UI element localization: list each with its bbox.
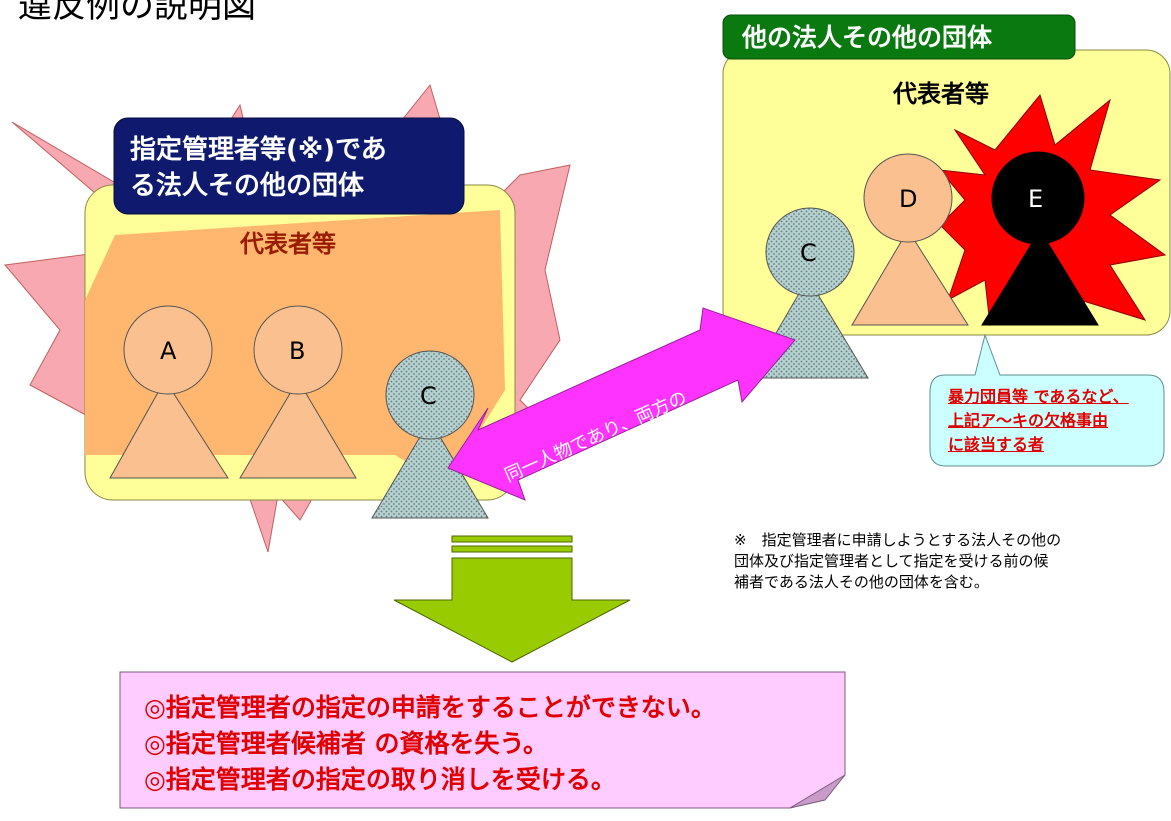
person-a-head bbox=[123, 305, 213, 395]
person-c-left-label: C bbox=[420, 382, 437, 410]
left-representatives-label: 代表者等 bbox=[239, 230, 336, 258]
footnote-line1: ※ 指定管理者に申請しようとする法人その他の bbox=[734, 531, 1062, 549]
result-item-candidate: ◎指定管理者候補者 の資格を失う。 bbox=[144, 729, 549, 758]
result-note-fold bbox=[789, 774, 846, 809]
person-c-right-label: C bbox=[800, 239, 817, 267]
result-list: ◎指定管理者の指定の申請をすることができない。 ◎指定管理者候補者 の資格を失う… bbox=[144, 690, 844, 798]
down-arrow bbox=[393, 557, 631, 663]
footnote-line2: 団体及び指定管理者として指定を受ける前の候 bbox=[734, 552, 1049, 570]
disqualified-callout-line3: に該当する者 bbox=[948, 435, 1045, 454]
down-arrow-stripe-1 bbox=[451, 535, 573, 543]
person-d-label: D bbox=[899, 185, 917, 213]
result-item-apply: ◎指定管理者の指定の申請をすることができない。 bbox=[144, 693, 716, 722]
left-group-title: 指定管理者等(※)であ る法人その他の団体 bbox=[114, 118, 464, 214]
person-d-body bbox=[851, 229, 969, 326]
result-item-revoke: ◎指定管理者の指定の取り消しを受ける。 bbox=[144, 765, 616, 794]
footnote: ※ 指定管理者に申請しようとする法人その他の 団体及び指定管理者として指定を受け… bbox=[734, 530, 1154, 593]
person-b-body bbox=[239, 379, 357, 479]
person-c-left-head bbox=[385, 350, 475, 440]
disqualified-callout-bubble bbox=[929, 333, 1165, 467]
person-a-body bbox=[109, 379, 229, 479]
right-group-title: 他の法人その他の団体 bbox=[741, 23, 993, 52]
disqualified-callout-text: 暴力団員等 であるなど、 上記ア～キの欠格事由 に該当する者 bbox=[948, 385, 1158, 457]
footnote-line3: 補者である法人その他の団体を含む。 bbox=[734, 573, 989, 591]
left-group-title-line1: 指定管理者等(※)であ bbox=[130, 135, 387, 165]
person-a-label: A bbox=[160, 337, 177, 365]
link-double-arrow bbox=[447, 307, 796, 501]
down-arrow-stripe-2 bbox=[451, 545, 573, 553]
person-c-right-head bbox=[765, 207, 855, 297]
right-group-title-box bbox=[722, 14, 1076, 60]
person-b-head bbox=[253, 305, 343, 395]
disqualified-callout-line1: 暴力団員等 であるなど、 bbox=[948, 387, 1129, 406]
person-e-body bbox=[981, 229, 1099, 326]
right-representatives-label: 代表者等 bbox=[892, 80, 989, 108]
left-group-title-box bbox=[113, 117, 465, 215]
left-group-title-line2: る法人その他の団体 bbox=[130, 171, 365, 201]
person-b-label: B bbox=[289, 337, 305, 365]
page-title: 違反例の説明図 bbox=[18, 0, 256, 26]
disqualified-callout-line2: 上記ア～キの欠格事由 bbox=[948, 411, 1109, 430]
person-e-label: E bbox=[1028, 185, 1043, 213]
person-d-head bbox=[863, 153, 953, 243]
person-e-head bbox=[991, 151, 1085, 245]
